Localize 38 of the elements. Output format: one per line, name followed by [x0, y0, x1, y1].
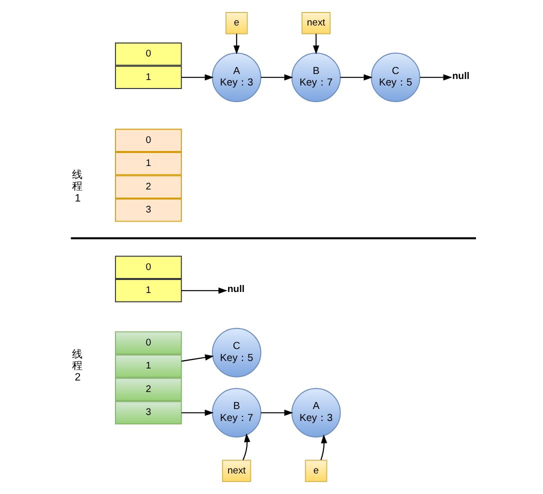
node-circle: A Key：3 — [212, 52, 262, 102]
arrow — [260, 410, 294, 416]
arrow — [340, 74, 373, 81]
node-box: 1 — [114, 152, 182, 176]
node-circle: B Key：7 — [291, 52, 341, 102]
node-text: null — [227, 284, 245, 296]
arrow — [182, 410, 214, 416]
node-text: null — [452, 70, 470, 82]
node-circle: A Key：3 — [291, 388, 341, 438]
arrow — [242, 433, 250, 460]
arrow — [233, 34, 240, 54]
node-box: 1 — [114, 278, 182, 302]
node-box: next — [302, 12, 331, 34]
node-box: 0 — [114, 331, 182, 355]
node-circle: B Key：7 — [212, 388, 262, 438]
node-box: e — [225, 12, 248, 34]
arrow — [420, 74, 452, 81]
label: 线程2 — [72, 348, 84, 384]
node-box: 1 — [114, 66, 182, 90]
arrow — [181, 354, 214, 362]
arrow — [320, 434, 328, 460]
node-box: 3 — [114, 198, 182, 222]
node-circle: C Key：5 — [212, 328, 262, 378]
arrow — [182, 287, 228, 294]
node-box: 3 — [114, 401, 182, 424]
node-box: 0 — [114, 42, 182, 66]
node-box: next — [222, 460, 252, 482]
arrow — [260, 74, 294, 81]
node-box: 0 — [114, 256, 182, 279]
node-circle: C Key：5 — [370, 52, 420, 102]
node-box: 2 — [114, 378, 182, 402]
node-box: 2 — [114, 175, 182, 199]
node-box: 1 — [114, 354, 182, 378]
arrow — [182, 74, 214, 81]
label: 线程1 — [72, 168, 84, 204]
arrow — [312, 34, 320, 54]
node-box: e — [304, 460, 328, 482]
node-box: 0 — [114, 128, 182, 152]
